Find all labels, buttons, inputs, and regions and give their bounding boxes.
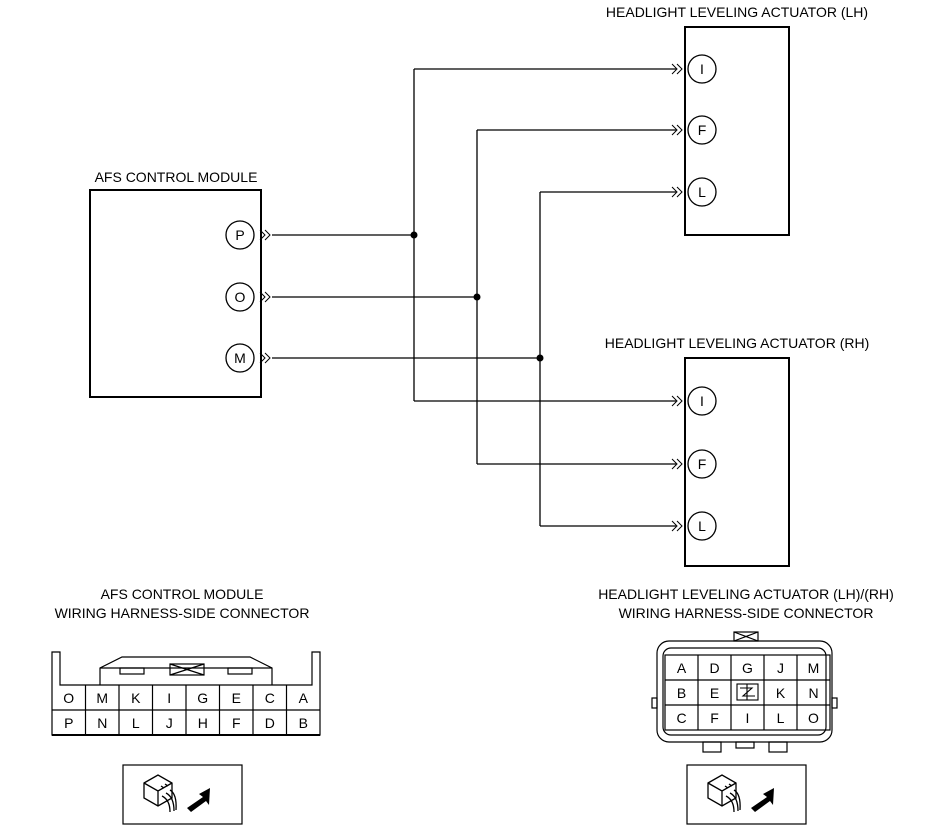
rh-pin-l-label: L <box>698 518 706 534</box>
afs-connector-top-row: O M K I G E C A <box>63 690 308 706</box>
afs-cavity-g: G <box>197 690 208 706</box>
rh-pin-l: L <box>671 511 717 541</box>
afs-pin-p-label: P <box>235 227 244 243</box>
afs-cavity-a: A <box>299 690 309 706</box>
act-cavity-g: G <box>742 660 753 676</box>
actuator-connector-row-1: A D G J M <box>677 660 820 676</box>
afs-cavity-b: B <box>299 715 308 731</box>
afs-view-direction-icon <box>122 764 243 825</box>
act-cavity-m: M <box>808 660 820 676</box>
act-cavity-d: D <box>709 660 719 676</box>
afs-pin-m-label: M <box>234 350 246 366</box>
actuator-view-direction-icon <box>686 764 807 825</box>
lh-pin-f-label: F <box>698 122 707 138</box>
afs-connector-caption-line2: WIRING HARNESS-SIDE CONNECTOR <box>55 605 310 621</box>
afs-harness-connector <box>51 651 321 736</box>
afs-cavity-i: I <box>167 690 171 706</box>
actuator-connector-row-3: C F I L O <box>676 710 819 726</box>
afs-cavity-p: P <box>64 715 73 731</box>
afs-cavity-o: O <box>63 690 74 706</box>
afs-cavity-e: E <box>232 690 241 706</box>
afs-pin-m: M <box>225 343 271 373</box>
afs-pin-p: P <box>225 220 271 250</box>
afs-cavity-k: K <box>131 690 141 706</box>
afs-cavity-n: N <box>97 715 107 731</box>
splice-point-p <box>410 231 418 239</box>
afs-cavity-d: D <box>265 715 275 731</box>
act-cavity-b: B <box>677 685 686 701</box>
act-cavity-n: N <box>808 685 818 701</box>
act-cavity-a: A <box>677 660 687 676</box>
lh-pin-l: L <box>671 177 717 207</box>
act-cavity-i: I <box>746 710 750 726</box>
rh-pin-i: I <box>671 386 717 416</box>
afs-cavity-h: H <box>198 715 208 731</box>
lh-pin-i-label: I <box>700 61 704 77</box>
rh-pin-f: F <box>671 449 717 479</box>
actuator-connector-row-2: B E K N <box>677 685 819 701</box>
afs-cavity-c: C <box>265 690 275 706</box>
act-cavity-c: C <box>676 710 686 726</box>
lh-pin-i: I <box>671 54 717 84</box>
splice-point-o <box>473 293 481 301</box>
afs-module-title: AFS CONTROL MODULE <box>95 169 258 185</box>
act-cavity-j: J <box>777 660 784 676</box>
afs-connector-bottom-row: P N L J H F D B <box>64 715 308 731</box>
actuator-harness-connector <box>651 631 838 753</box>
rh-actuator-title: HEADLIGHT LEVELING ACTUATOR (RH) <box>605 335 870 351</box>
splice-point-m <box>536 354 544 362</box>
afs-pin-o: O <box>225 282 271 312</box>
rh-pin-i-label: I <box>700 393 704 409</box>
afs-cavity-j: J <box>166 715 173 731</box>
rh-pin-f-label: F <box>698 456 707 472</box>
rh-actuator-box <box>684 357 790 567</box>
act-connector-caption-line2: WIRING HARNESS-SIDE CONNECTOR <box>619 605 874 621</box>
act-cavity-e: E <box>710 685 719 701</box>
act-cavity-l: L <box>777 710 785 726</box>
lh-pin-l-label: L <box>698 184 706 200</box>
afs-pin-o-label: O <box>235 289 246 305</box>
lh-actuator-box <box>684 26 790 236</box>
act-cavity-k: K <box>776 685 786 701</box>
act-connector-caption-line1: HEADLIGHT LEVELING ACTUATOR (LH)/(RH) <box>598 586 894 602</box>
lh-actuator-title: HEADLIGHT LEVELING ACTUATOR (LH) <box>606 4 868 20</box>
afs-connector-caption-line1: AFS CONTROL MODULE <box>101 586 264 602</box>
lh-pin-f: F <box>671 115 717 145</box>
afs-cavity-m: M <box>96 690 108 706</box>
afs-cavity-f: F <box>232 715 241 731</box>
afs-cavity-l: L <box>132 715 140 731</box>
act-cavity-o: O <box>808 710 819 726</box>
act-cavity-f: F <box>710 710 719 726</box>
blocked-cavity-icon <box>736 683 759 701</box>
